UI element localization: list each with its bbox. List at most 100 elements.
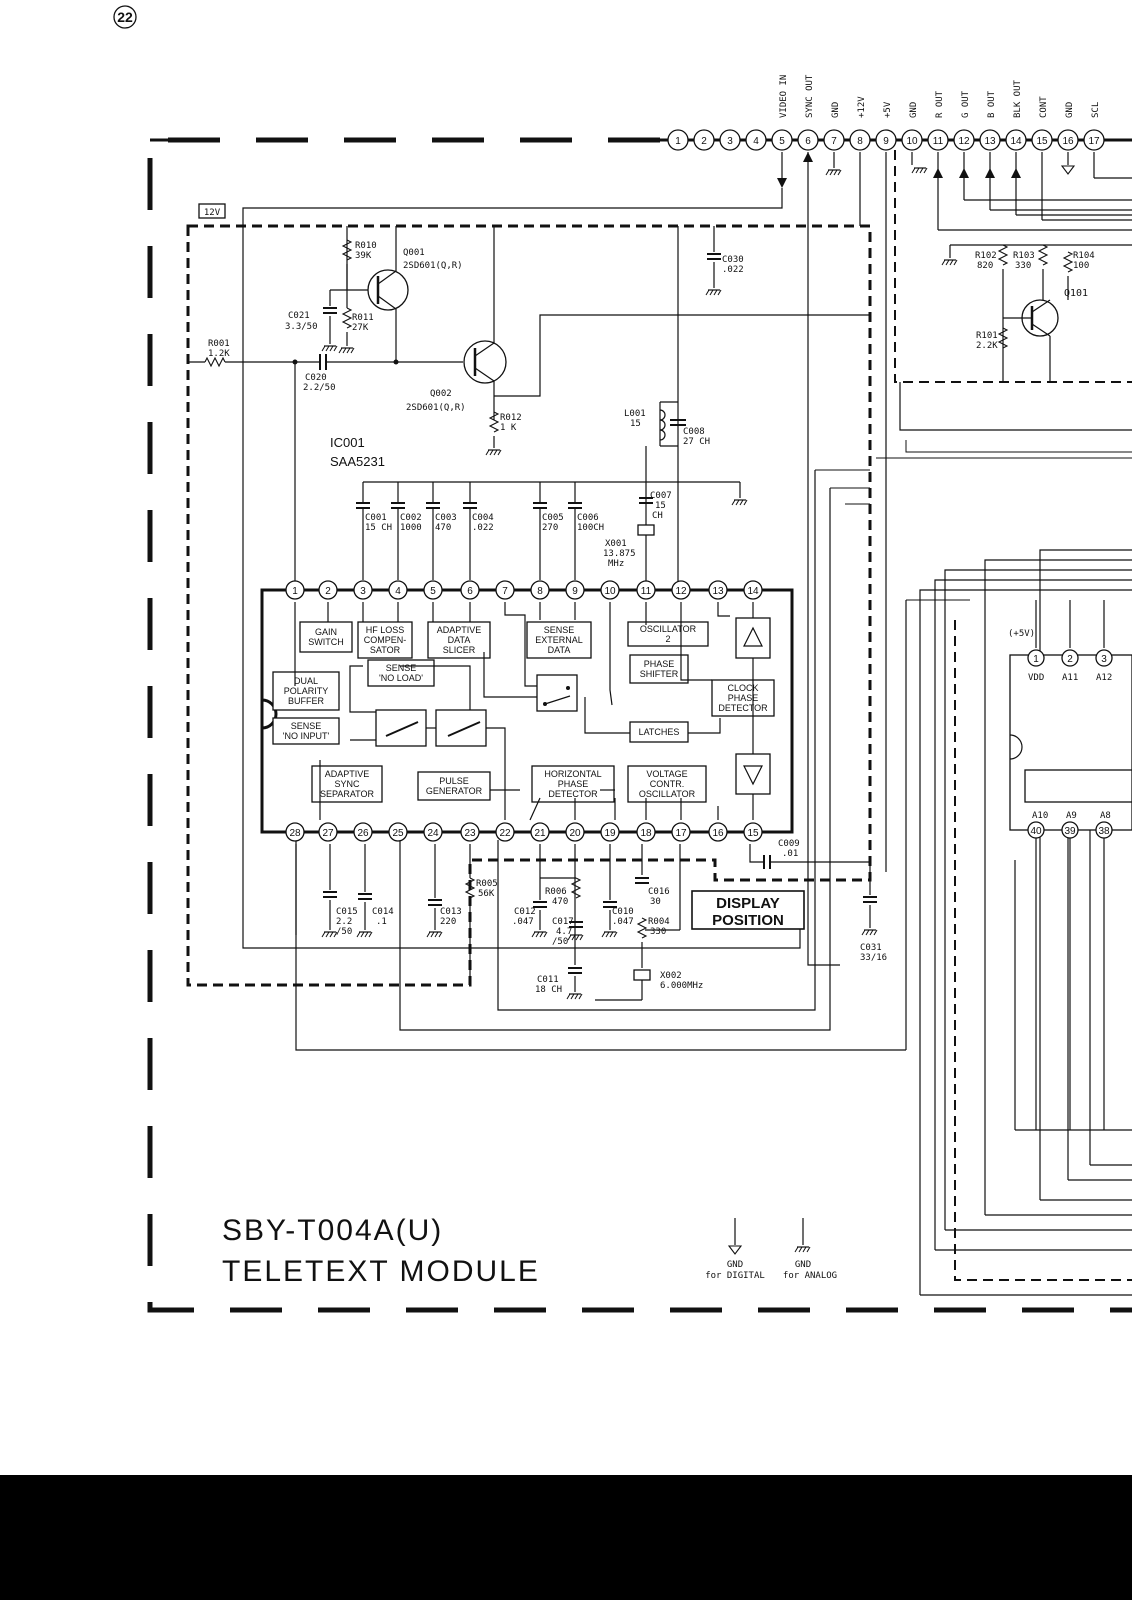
ic001-pin-10 bbox=[600, 580, 620, 600]
connector-signal-label: B OUT bbox=[987, 90, 997, 118]
ic-block-adaptive-sync bbox=[311, 765, 383, 803]
connector-signal-label: G OUT bbox=[961, 90, 971, 118]
ic001-pin-label: 3 bbox=[360, 586, 366, 597]
component-c017-val: 4.7 bbox=[556, 927, 572, 937]
ic2-pin-function: A11 bbox=[1062, 673, 1078, 683]
svg-text:Q101: Q101 bbox=[1064, 288, 1088, 299]
connector-pin-label: 4 bbox=[753, 136, 759, 147]
q002-transistor bbox=[463, 340, 507, 384]
ic-block-label: SYNC bbox=[334, 779, 360, 789]
ic2-pin-3 bbox=[1095, 649, 1113, 667]
ic-block-label: SLICER bbox=[443, 645, 476, 655]
connector-pin-label: 17 bbox=[1088, 136, 1100, 147]
component-c008-val: 27 CH bbox=[683, 437, 710, 447]
ic001-part: SAA5231 bbox=[330, 454, 385, 469]
connector-pin-6 bbox=[797, 129, 819, 151]
connector-pin-label: 7 bbox=[831, 136, 837, 147]
supply-12v-label: 12V bbox=[204, 208, 221, 218]
component-c014-ref: C014 bbox=[372, 907, 394, 917]
ic-block-oscillator2 bbox=[627, 621, 709, 647]
connector-pin-1 bbox=[667, 129, 689, 151]
connector-signal-label: +5V bbox=[883, 101, 893, 118]
component-r012-val: 1 K bbox=[500, 423, 517, 433]
component-c016-val: 30 bbox=[650, 897, 661, 907]
ic-block-label: SENSE bbox=[386, 663, 417, 673]
component-r001-ref: R001 bbox=[208, 339, 230, 349]
ic001-body bbox=[260, 588, 794, 834]
ic2-pin-function: A12 bbox=[1096, 673, 1112, 683]
cap-c003-ref: C003 bbox=[435, 513, 457, 523]
ic001-pin-label: 7 bbox=[502, 586, 508, 597]
ic001-pin-14 bbox=[743, 580, 763, 600]
ic-block-label: 2 bbox=[665, 634, 670, 644]
svg-text:330: 330 bbox=[1015, 261, 1031, 271]
ic001-pin-9 bbox=[565, 580, 585, 600]
ic001-pin-22 bbox=[495, 822, 515, 842]
cap-c004-ref: C004 bbox=[472, 513, 494, 523]
connector-pin-label: 9 bbox=[883, 136, 889, 147]
q001-transistor bbox=[367, 269, 409, 311]
ic001-pin-25 bbox=[388, 822, 408, 842]
connector-pin-label: 6 bbox=[805, 136, 811, 147]
connector-signal-label: CONT bbox=[1039, 96, 1049, 118]
ic-block-label: OSCILLATOR bbox=[639, 789, 696, 799]
ic001-pin-label: 5 bbox=[430, 586, 436, 597]
ic001-pin-label: 11 bbox=[641, 586, 652, 597]
component-c021-ref: C021 bbox=[288, 311, 310, 321]
connector-pin-11 bbox=[927, 129, 949, 151]
ic-block-label: GAIN bbox=[315, 627, 337, 637]
svg-text:2.2K: 2.2K bbox=[976, 341, 998, 351]
connector-signal-label: SCL bbox=[1091, 102, 1101, 118]
connector-pin-3 bbox=[719, 129, 741, 151]
page-number-circle bbox=[113, 5, 137, 29]
ic001-pin-20 bbox=[565, 822, 585, 842]
ic001-pin-label: 28 bbox=[289, 828, 301, 839]
ic-block-label: ADAPTIVE bbox=[325, 769, 370, 779]
ic-block-latches bbox=[629, 721, 689, 743]
ic2-pin-function: A10 bbox=[1032, 811, 1048, 821]
svg-text:for ANALOG: for ANALOG bbox=[783, 1271, 837, 1281]
rgb-section-outline bbox=[894, 150, 1132, 383]
component-r010-ref: R010 bbox=[355, 241, 377, 251]
connector-pin-14 bbox=[1005, 129, 1027, 151]
component-x001-val: 13.875 bbox=[603, 549, 636, 559]
connector-pin-17 bbox=[1083, 129, 1105, 151]
ic-block-label: DATA bbox=[448, 635, 471, 645]
ic-block-label: DATA bbox=[548, 645, 571, 655]
ic001-pin-label: 12 bbox=[675, 586, 687, 597]
component-c030-ref: C030 bbox=[722, 255, 744, 265]
connector-signal-label: GND bbox=[909, 102, 919, 118]
ic001-pin-3 bbox=[353, 580, 373, 600]
component-r004-ref: R004 bbox=[648, 917, 670, 927]
ic-block-label: 'NO INPUT' bbox=[283, 731, 330, 741]
cap-c005-ref: C005 bbox=[542, 513, 564, 523]
component-c031-val: 33/16 bbox=[860, 953, 887, 963]
component-c010-val: .047 bbox=[612, 917, 634, 927]
module-outline bbox=[147, 137, 1132, 1313]
ic-block-sense-external bbox=[526, 621, 592, 659]
ic001-pin-12 bbox=[671, 580, 691, 600]
connector-pin-9 bbox=[875, 129, 897, 151]
ic-block-horiz-phase bbox=[531, 765, 615, 803]
ic001-pin-label: 10 bbox=[604, 586, 616, 597]
svg-text:820: 820 bbox=[977, 261, 993, 271]
ic-block-label: OSCILLATOR bbox=[640, 624, 697, 634]
component-r005-val: 56K bbox=[478, 889, 495, 899]
display-position-box bbox=[691, 890, 805, 930]
ic-block-sense-no-input bbox=[272, 717, 340, 745]
connector-signal-label: GND bbox=[1065, 102, 1075, 118]
ic001-pin-7 bbox=[495, 580, 515, 600]
ic001-pin-28 bbox=[285, 822, 305, 842]
ic001-pin-23 bbox=[460, 822, 480, 842]
ic-block-hf-loss bbox=[357, 621, 413, 659]
ic-block-label: BUFFER bbox=[288, 696, 325, 706]
component-c013-ref: C013 bbox=[440, 907, 462, 917]
component-q002-ref: Q002 bbox=[430, 389, 452, 399]
ic001-pin-label: 23 bbox=[464, 828, 476, 839]
ic001-pin-24 bbox=[423, 822, 443, 842]
ic-block-label: DETECTOR bbox=[718, 703, 768, 713]
component-c008-ref: C008 bbox=[683, 427, 705, 437]
component-c017-val2: /50 bbox=[552, 937, 568, 947]
svg-text:100: 100 bbox=[1073, 261, 1089, 271]
